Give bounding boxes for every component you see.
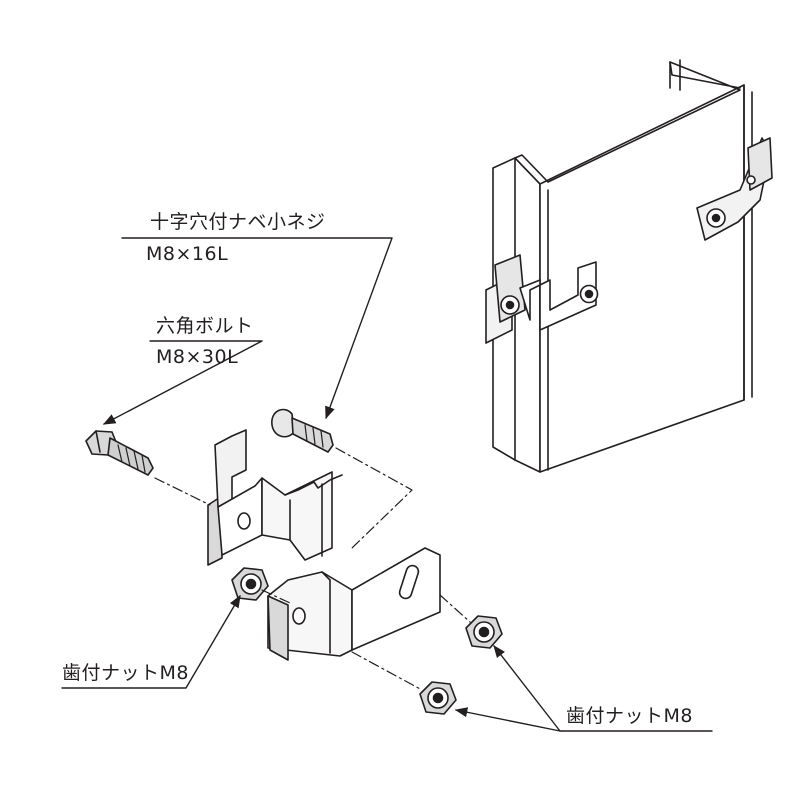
post-front-face bbox=[539, 84, 745, 473]
assembly-guide-lines bbox=[154, 447, 471, 691]
post-top-rim bbox=[514, 61, 741, 185]
screw-size-label: M8×16L bbox=[146, 243, 229, 265]
leader-bolt bbox=[102, 340, 263, 425]
mounted-bracket-wrap bbox=[519, 261, 597, 331]
mounted-nut-1 bbox=[500, 295, 520, 315]
screw-name-label: 十字穴付ナベ小ネジ bbox=[150, 211, 326, 233]
pan-head-screw-part bbox=[271, 408, 334, 453]
upper-bracket-part bbox=[207, 429, 343, 566]
toothed-nut-right-upper bbox=[465, 615, 503, 649]
assembled-post bbox=[485, 59, 773, 473]
nut-left-label: 歯付ナットM8 bbox=[62, 662, 189, 684]
nut-right-label: 歯付ナットM8 bbox=[566, 705, 693, 727]
leader-nut-right-b bbox=[454, 707, 561, 732]
toothed-nut-right-lower bbox=[419, 681, 457, 715]
leader-screw bbox=[121, 237, 393, 420]
lower-bracket-part bbox=[267, 547, 441, 661]
mounted-screw-head bbox=[746, 175, 756, 185]
leader-lines bbox=[61, 237, 713, 732]
mounted-nut-2 bbox=[579, 284, 599, 304]
bolt-name-label: 六角ボルト bbox=[156, 315, 254, 337]
leader-nut-left bbox=[61, 594, 241, 689]
bolt-size-label: M8×30L bbox=[156, 346, 239, 368]
hex-bolt-part bbox=[85, 430, 154, 476]
mounted-nut-3 bbox=[706, 208, 726, 228]
toothed-nut-left bbox=[231, 567, 269, 601]
